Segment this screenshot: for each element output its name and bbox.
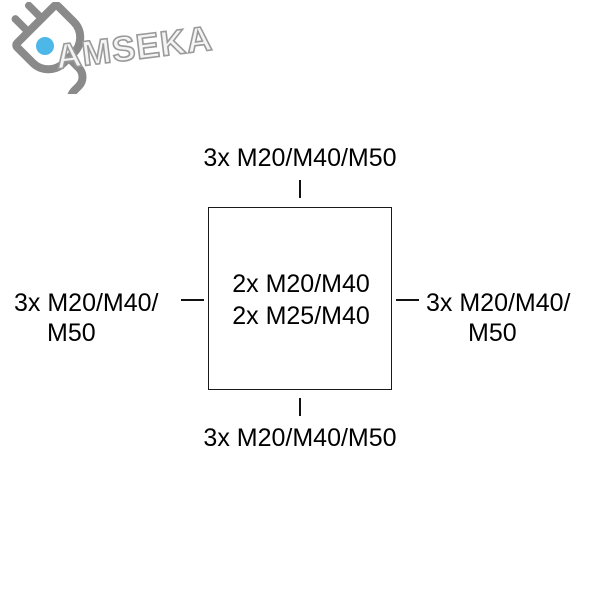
label-top: 3x M20/M40/M50 bbox=[203, 144, 397, 172]
enclosure-box: 2x M20/M40 2x M25/M40 bbox=[208, 207, 392, 390]
connector-dash-right bbox=[396, 299, 419, 302]
connector-dash-left bbox=[181, 299, 204, 302]
enclosure-box-text: 2x M20/M40 2x M25/M40 bbox=[209, 208, 393, 391]
enclosure-line-2: 2x M25/M40 bbox=[232, 301, 370, 330]
logo-accent-dot bbox=[36, 37, 54, 55]
label-left-line2: M50 bbox=[47, 319, 96, 347]
label-right-line2: M50 bbox=[468, 319, 517, 347]
label-right: 3x M20/M40/ M50 bbox=[426, 288, 571, 348]
label-left-line1: 3x M20/M40/ bbox=[14, 289, 159, 317]
label-right-line1: 3x M20/M40/ bbox=[426, 289, 571, 317]
connector-tick-bottom bbox=[299, 398, 302, 416]
connector-tick-top bbox=[299, 180, 302, 198]
brand-logo: AMSEKA bbox=[0, 0, 230, 100]
label-bottom: 3x M20/M40/M50 bbox=[203, 424, 397, 452]
enclosure-line-1: 2x M20/M40 bbox=[232, 269, 370, 298]
label-left: 3x M20/M40/ M50 bbox=[14, 288, 159, 348]
power-plug-icon bbox=[11, 2, 87, 94]
